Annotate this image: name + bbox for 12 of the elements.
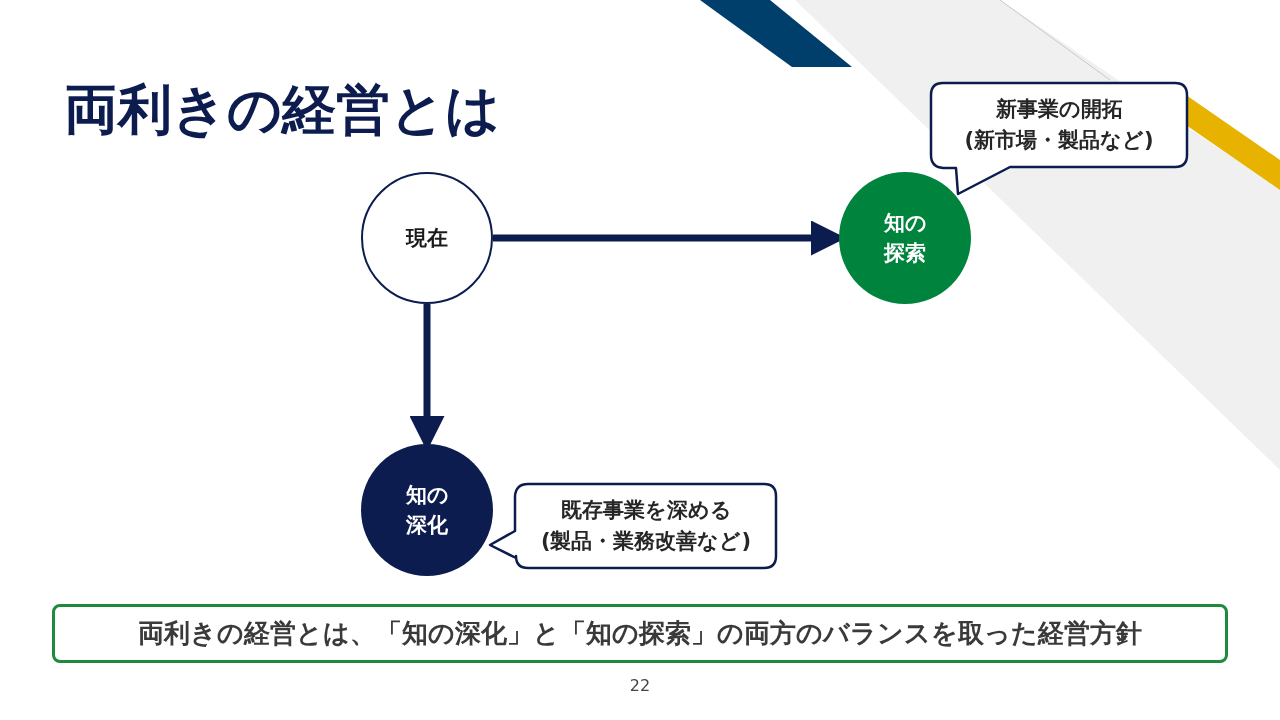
speech-bubble xyxy=(930,82,1188,196)
state-circle: 現在 xyxy=(361,172,493,304)
callout-text: 新事業の開拓 xyxy=(995,96,1123,123)
speech-bubble xyxy=(488,483,777,569)
callout-text: (製品・業務改善など) xyxy=(540,528,752,555)
exploration-circle: 知の探索 xyxy=(839,172,971,304)
page-number: 22 xyxy=(628,676,652,695)
title: 両利きの経営とは xyxy=(64,78,500,142)
summary-box: 両利きの経営とは、「知の深化」と「知の探索」の両方のバランスを取った経営方針 xyxy=(52,604,1228,663)
callout-text: (新市場・製品など) xyxy=(964,127,1154,154)
callout-text: 既存事業を深める xyxy=(560,497,732,524)
exploitation-circle: 知の深化 xyxy=(361,444,493,576)
